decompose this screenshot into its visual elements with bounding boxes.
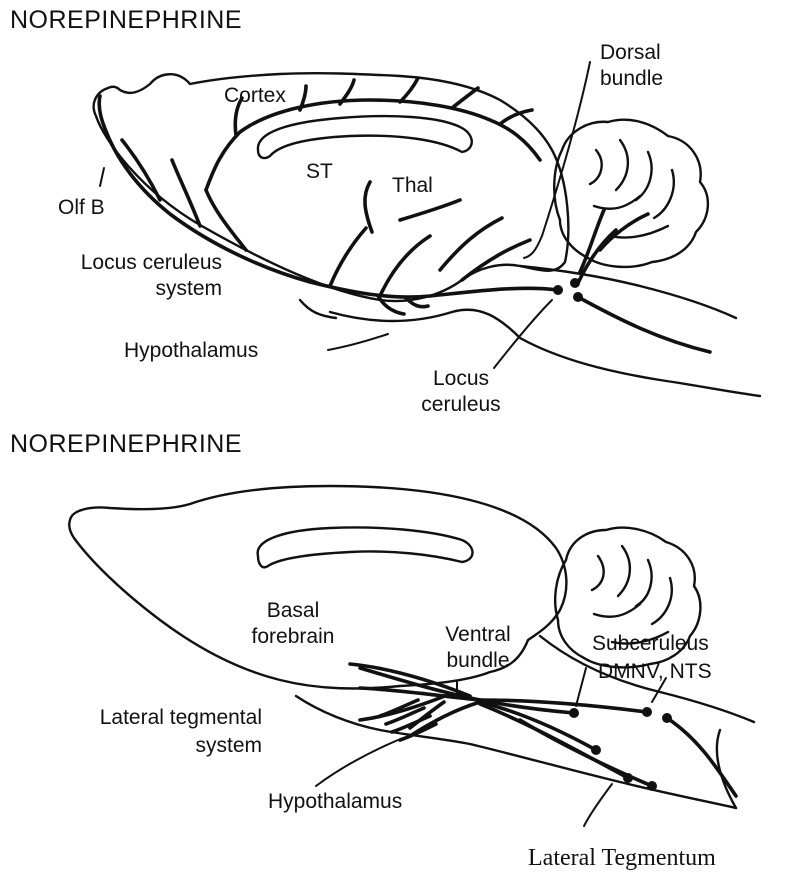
bottom-corpus-callosum bbox=[258, 528, 473, 568]
bottom-brain-diagram bbox=[69, 486, 754, 826]
top-corpus-callosum bbox=[258, 116, 472, 158]
label-olf-b: Olf B bbox=[58, 196, 105, 220]
top-cortical-fibers bbox=[206, 100, 540, 190]
label-locus-ceruleus-system: Locus ceruleus system bbox=[12, 250, 222, 302]
label-ventral-bundle: Ventral bundle bbox=[426, 622, 530, 674]
label-thal: Thal bbox=[392, 174, 433, 198]
label-subceruleus: Subceruleus bbox=[592, 632, 709, 656]
top-brainstem-upper bbox=[520, 266, 736, 318]
label-dmnv-nts: DMNV, NTS bbox=[598, 660, 712, 684]
top-panel-title: NOREPINEPHRINE bbox=[10, 8, 242, 32]
label-st: ST bbox=[306, 160, 333, 184]
top-cerebellum bbox=[554, 120, 708, 267]
top-brainstem-lower bbox=[330, 310, 760, 396]
label-dorsal-bundle: Dorsal bundle bbox=[600, 40, 663, 92]
label-lateral-tegmentum: Lateral Tegmentum bbox=[528, 846, 716, 870]
label-cortex: Cortex bbox=[224, 84, 286, 108]
label-locus-ceruleus: Locus ceruleus bbox=[406, 366, 516, 418]
bottom-panel-title: NOREPINEPHRINE bbox=[10, 432, 242, 456]
label-basal-forebrain: Basal forebrain bbox=[238, 598, 348, 650]
label-lateral-tegmental-system: Lateral tegmental system bbox=[12, 704, 262, 760]
label-hypothalamus-bottom: Hypothalamus bbox=[268, 790, 402, 814]
label-hypothalamus-top: Hypothalamus bbox=[124, 339, 258, 363]
